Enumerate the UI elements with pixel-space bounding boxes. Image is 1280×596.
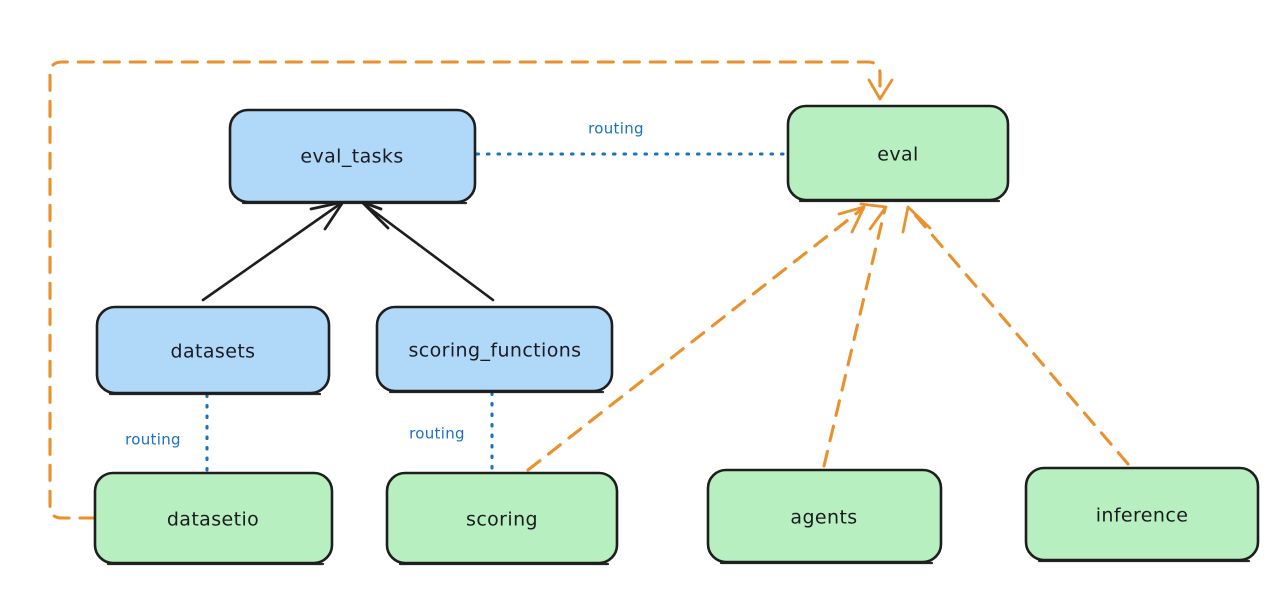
node-scoring-label: scoring	[466, 509, 538, 531]
node-agents-shape[interactable]	[706, 468, 943, 564]
node-eval-tasks-label: eval_tasks	[300, 146, 403, 168]
node-agents-label: agents	[790, 507, 857, 529]
node-eval[interactable]: eval	[786, 104, 1010, 203]
node-scoring[interactable]: scoring	[385, 471, 619, 566]
edge-agents-eval	[822, 202, 888, 468]
node-inference-label: inference	[1096, 505, 1189, 527]
node-agents[interactable]: agents	[706, 468, 943, 565]
node-datasets-label: datasets	[171, 341, 256, 363]
node-eval-label: eval	[877, 144, 918, 166]
node-scoring-functions-label: scoring_functions	[409, 340, 582, 362]
node-eval-tasks-shape[interactable]	[228, 108, 477, 204]
node-scoring-functions[interactable]: scoring_functions	[375, 305, 614, 394]
edge-datasets-eval_tasks	[201, 200, 345, 302]
node-eval-shape[interactable]	[786, 104, 1010, 202]
node-eval-tasks[interactable]: eval_tasks	[228, 108, 477, 205]
node-inference-shape[interactable]	[1024, 466, 1260, 562]
edge-datasetio-eval	[48, 60, 894, 520]
node-datasets[interactable]: datasets	[95, 305, 331, 396]
node-inference[interactable]: inference	[1024, 466, 1260, 563]
node-scoring-functions-shape[interactable]	[375, 305, 614, 393]
node-datasetio-label: datasetio	[167, 509, 259, 531]
edge-label-routing-middle: routing	[409, 425, 465, 443]
node-scoring-shape[interactable]	[385, 471, 619, 565]
edge-label-routing-left: routing	[125, 431, 181, 449]
node-datasetio[interactable]: datasetio	[93, 471, 334, 566]
node-datasetio-shape[interactable]	[93, 471, 334, 565]
node-datasets-shape[interactable]	[95, 305, 331, 395]
edge-scoring-eval	[526, 205, 866, 472]
edge-scoring_functions-eval_tasks	[360, 200, 495, 302]
edge-inference-eval	[901, 205, 1130, 466]
edge-label-routing-top: routing	[588, 120, 644, 138]
